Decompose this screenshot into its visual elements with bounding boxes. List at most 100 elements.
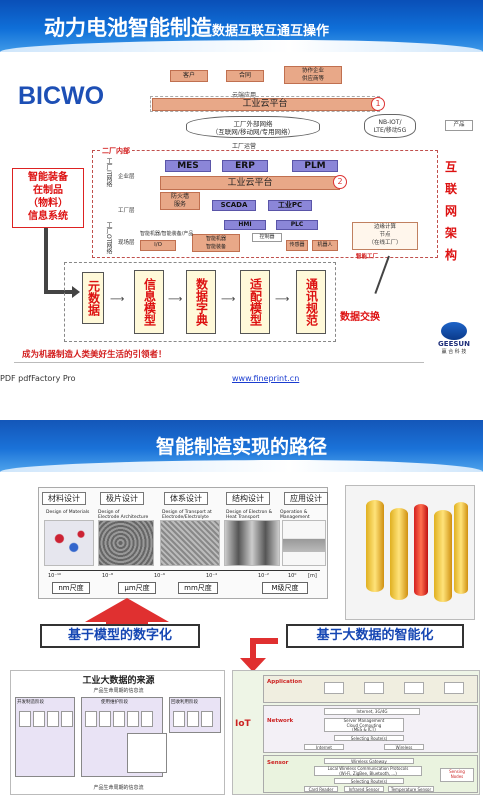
device-server-icon: [404, 682, 424, 694]
sensor-infrared: Infrared Sensor: [344, 786, 384, 792]
image-transport: [160, 520, 220, 566]
data-exchange: 数据交换: [340, 312, 380, 323]
slide-interconnection: 动力电池智能制造数据互联互通互操作 BICWO 客户 合同 协作企业 供应商等 …: [0, 0, 483, 370]
vert-char-3: 网: [444, 204, 457, 218]
vert-char-5: 构: [444, 248, 457, 262]
band-application: Application: [263, 675, 478, 703]
factory-layer-labels: 工厂IT网络: [104, 158, 113, 187]
scale-mm: mm尺度: [178, 582, 218, 594]
red-connector-h: [250, 638, 278, 644]
machine-box: 智能机器 智能装备: [192, 234, 240, 252]
iot-label: IoT: [235, 719, 251, 729]
ld-cell: [99, 711, 111, 727]
network-cloud: 工厂外部网络 （互联网/移动网/专用网络）: [186, 116, 320, 138]
title-wave: [0, 40, 483, 52]
ld-cell: [33, 711, 45, 727]
scale-um: μm尺度: [118, 582, 156, 594]
image-car: [282, 520, 326, 566]
ld-panel-dev: [15, 697, 75, 777]
tab-system: 体系设计: [164, 492, 208, 505]
sys-mes: MES: [165, 160, 211, 172]
ld-cell: [113, 711, 125, 727]
vertical-internet-architecture: 互 联 网 架 构: [443, 156, 459, 266]
down-arrow: [240, 658, 266, 672]
cloud-app-label: 云端应用: [232, 92, 257, 99]
bigdata-sources-diagram: 工业大数据的来源 产品生命周期的信息流 开发制造阶段 使用维护阶段 回收利用阶段…: [10, 670, 225, 795]
step-metadata: 元数据: [82, 272, 104, 324]
device-monitor-icon: [364, 682, 384, 694]
image-molecule: [44, 520, 94, 566]
net-internet-2: Internet: [304, 744, 344, 750]
sensor-protocols: Local Wireless Communication Protocols (…: [314, 766, 422, 776]
band-network-label: Network: [267, 718, 294, 724]
tab-electrode: 极片设计: [100, 492, 144, 505]
band-sensor-label: Sensor: [267, 760, 289, 766]
ld-center-stack: [127, 733, 167, 773]
vert-char-1: 互: [444, 160, 457, 174]
footer-pdffactory: PDF pdfFactory Pro: [0, 374, 76, 383]
badge-2: 2: [333, 175, 347, 189]
factory-inner-label: 二厂内部: [100, 146, 132, 156]
tick-6: 10⁰: [288, 573, 297, 579]
net-server: Server Management Cloud Computing (MES &…: [324, 718, 404, 732]
scale-axis: [50, 570, 320, 571]
step-arrow-3: ⟶: [221, 294, 236, 305]
tick-4: 10⁻⁴: [206, 573, 218, 579]
ld-cell: [19, 711, 31, 727]
top-box-contract: 合同: [226, 70, 264, 82]
title-wave-2: [0, 460, 483, 472]
io-box: I/O: [140, 240, 176, 251]
brand-bicwo: BICWO: [18, 82, 105, 110]
sys-erp: ERP: [222, 160, 268, 172]
sensor-temperature: Temperature Sensor: [388, 786, 434, 792]
bottom-divider: [14, 362, 424, 363]
top-box-partners: 协作企业 供应商等: [284, 66, 342, 84]
ld-panel-dev-label: 开发制造阶段: [17, 700, 44, 705]
left-arrow-horizontal: [44, 290, 72, 294]
badge-1: 1: [371, 97, 385, 111]
tick-5: 10⁻²: [258, 573, 270, 579]
step-comm-spec: 通讯规范: [296, 270, 326, 334]
geesun-cn: 赢 合 科 技: [441, 349, 467, 355]
factory-layer: 工厂层: [118, 208, 135, 214]
sys-hmi: HMI: [224, 220, 266, 230]
edge-note: 智能工厂: [356, 254, 379, 260]
sys-plm: PLM: [292, 160, 338, 172]
red-connector-v: [250, 638, 256, 660]
tick-2: 10⁻⁸: [102, 573, 114, 579]
step-arrow-1: ⟶: [110, 294, 125, 305]
device-laptop-icon: [324, 682, 344, 694]
it-label: 工厂IT网络: [105, 158, 112, 188]
net-wireless: Wireless: [384, 744, 424, 750]
vert-char-2: 联: [444, 182, 457, 196]
sensor-nodes: Sensing Nodes: [440, 768, 474, 782]
bigdata-intel-label: 基于大数据的智能化: [286, 624, 464, 648]
cell-3: [434, 510, 452, 602]
step-arrow-2: ⟶: [168, 294, 183, 305]
edge-box: 边缘计算 节点 （在线工厂）: [352, 222, 418, 250]
ld-panel-use-label: 使用维护阶段: [101, 700, 128, 705]
up-arrow: [85, 598, 169, 622]
left-arrow-stem: [44, 228, 48, 294]
ld-cell: [47, 711, 59, 727]
cell-4: [454, 502, 468, 594]
step-data-dictionary: 数据字典: [186, 270, 216, 334]
caption-materials: Design of Materials: [46, 510, 90, 515]
model-digital-label: 基于模型的数字化: [40, 624, 200, 648]
sensor-gateway: Wireless Gateway: [324, 758, 414, 764]
firewall-box: 防火墙 服务: [160, 192, 200, 210]
intl-equip-label: 智能机器/智能装备/产品: [140, 231, 194, 237]
sys-scada: SCADA: [212, 200, 256, 211]
field-layer: 现场层: [118, 240, 135, 246]
industrial-cloud-mid: 工业云平台: [160, 176, 340, 190]
band-network: Network Internet, 3G/4G Server Managemen…: [263, 705, 478, 753]
product-box: 产品: [445, 120, 473, 131]
ld-cell: [85, 711, 97, 727]
geesun-globe-icon: [441, 322, 467, 340]
factory-inner-frame: [92, 150, 438, 258]
ld-sub-bottom: 产品生命周期的信息流: [93, 785, 144, 791]
ld-cell: [141, 711, 153, 727]
footer-link[interactable]: www.fineprint.cn: [232, 374, 300, 383]
ld-panel-recycle-label: 回收利用阶段: [171, 700, 198, 705]
